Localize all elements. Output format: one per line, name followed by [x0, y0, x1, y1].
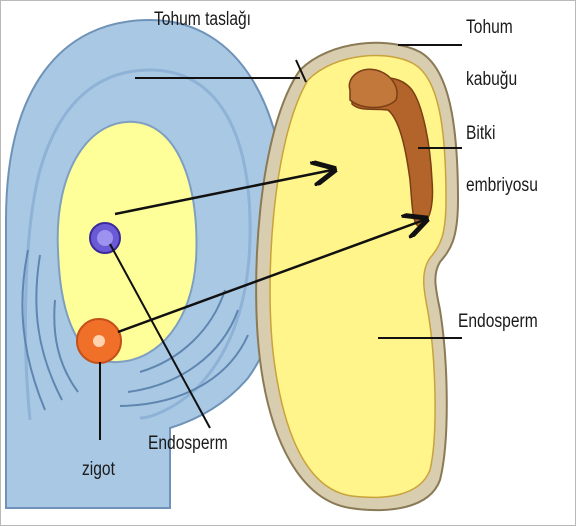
label-endosperm-right: Endosperm: [458, 312, 538, 331]
label-ovule: Tohum taslağı: [154, 10, 251, 29]
label-embryo-2: embriyosu: [466, 176, 538, 195]
label-seed-coat-2: kabuğu: [466, 70, 517, 89]
ovule: [6, 20, 286, 508]
embryo-sac: [58, 122, 197, 362]
label-embryo-1: Bitki: [466, 124, 495, 143]
seed: [256, 43, 458, 510]
label-zygote: zigot: [82, 460, 115, 479]
label-endosperm-bottom: Endosperm: [148, 434, 228, 453]
label-seed-coat-1: Tohum: [466, 18, 513, 37]
